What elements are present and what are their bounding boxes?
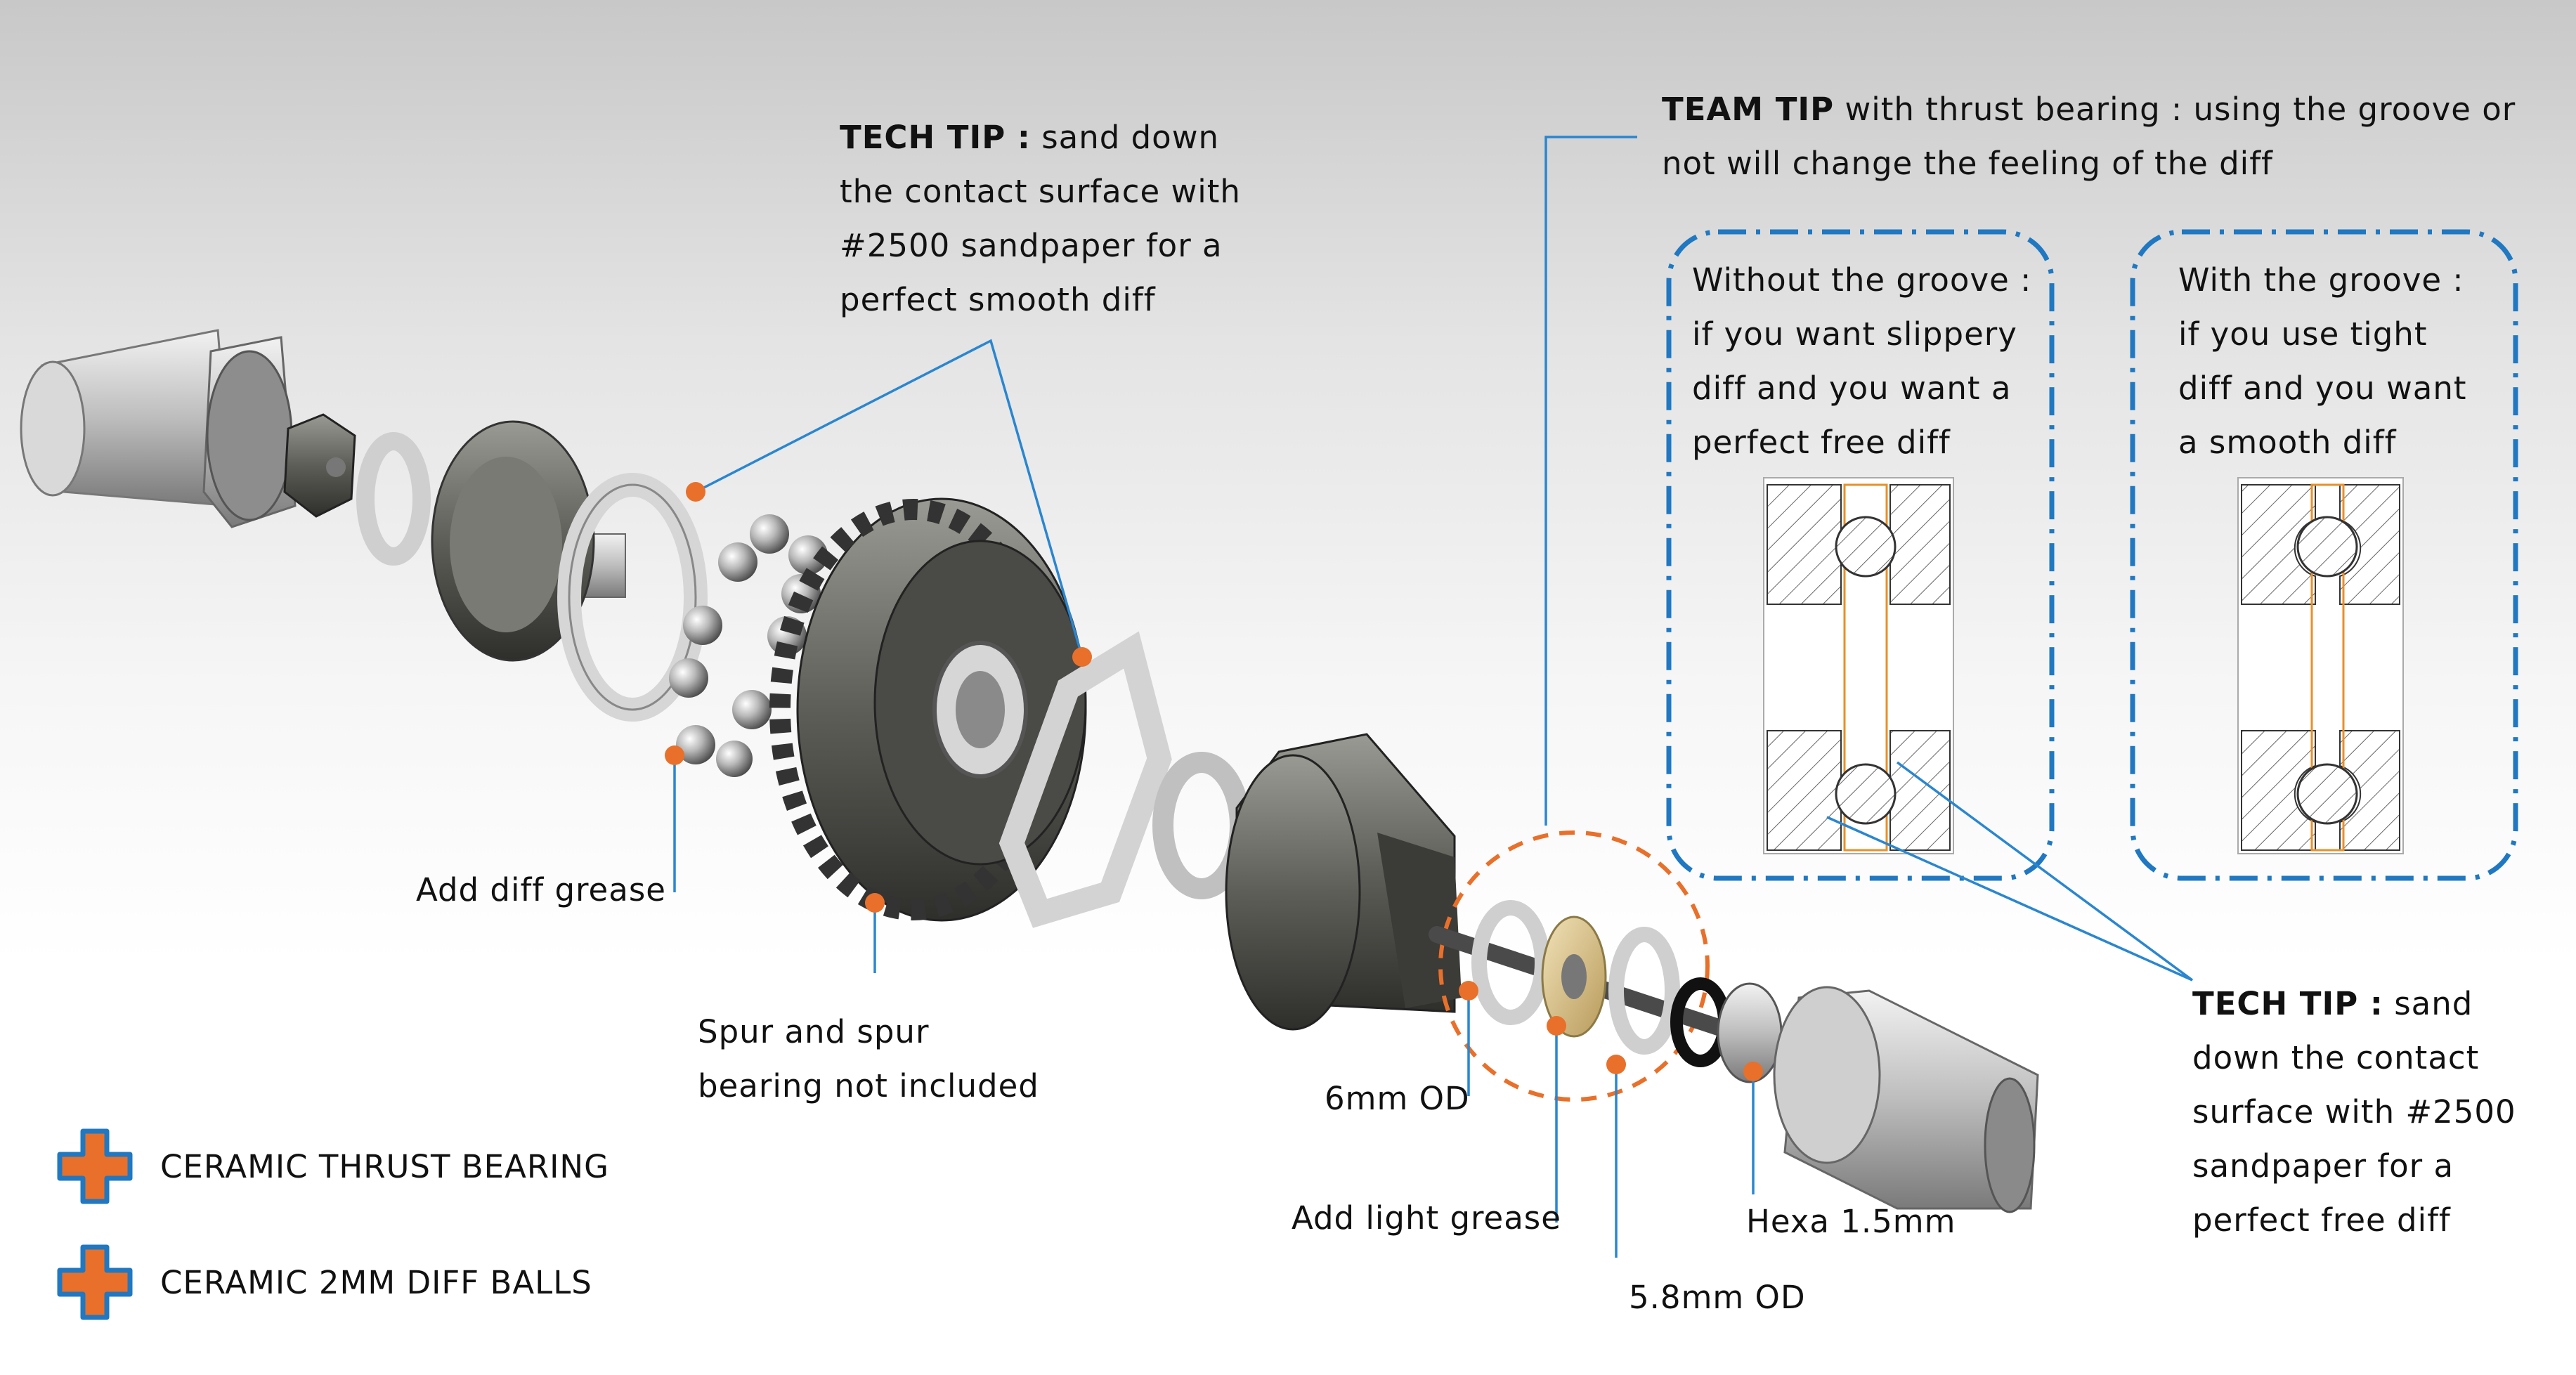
label-6mm-od: 6mm OD [1325, 1080, 1470, 1117]
tech-tip-top: TECH TIP : sand down the contact surface… [840, 119, 1241, 318]
leader-lines [673, 136, 2194, 1258]
right-outdrive [1773, 986, 2039, 1213]
thrust-washer-left [557, 473, 708, 722]
diff-cup [1225, 733, 1462, 1031]
label-diff-grease: Add diff grease [416, 871, 666, 908]
spur-gear [769, 497, 1087, 922]
orange-plus-icon [57, 1128, 133, 1204]
thrust-bearing-highlight [1438, 830, 1710, 1102]
bearing-section-groove [2237, 477, 2404, 854]
legend-item-diff-balls: CERAMIC 2MM DIFF BALLS [56, 1244, 592, 1321]
leader-dots [665, 482, 1763, 1081]
left-outdrive [20, 329, 297, 528]
small-washer [356, 432, 431, 566]
with-groove-text: With the groove : if you use tight diff … [2178, 261, 2467, 461]
thrust-bearing-stack [1429, 900, 1786, 1083]
orange-plus-icon [57, 1244, 133, 1320]
diff-plate-left [431, 420, 626, 662]
without-groove-box [1666, 229, 2055, 881]
bearing-section-no-groove [1763, 477, 1954, 854]
label-hexa: Hexa 1.5mm [1746, 1203, 1956, 1240]
legend-item-thrust-bearing: CERAMIC THRUST BEARING [56, 1128, 609, 1205]
label-5-8mm-od: 5.8mm OD [1629, 1279, 1806, 1316]
legend-label: CERAMIC 2MM DIFF BALLS [160, 1263, 592, 1301]
label-spur: Spur and spur bearing not included [698, 1013, 1039, 1104]
hex-nut [283, 413, 356, 518]
with-groove-box [2130, 229, 2518, 881]
without-groove-text: Without the groove : if you want slipper… [1692, 261, 2032, 461]
label-light-grease: Add light grease [1292, 1199, 1561, 1237]
team-tip: TEAM TIP with thrust bearing : using the… [1662, 91, 2516, 182]
thrust-washer-right [998, 631, 1172, 928]
legend-label: CERAMIC THRUST BEARING [160, 1147, 609, 1185]
tech-tip-right: TECH TIP : sand down the contact surface… [2192, 985, 2516, 1239]
